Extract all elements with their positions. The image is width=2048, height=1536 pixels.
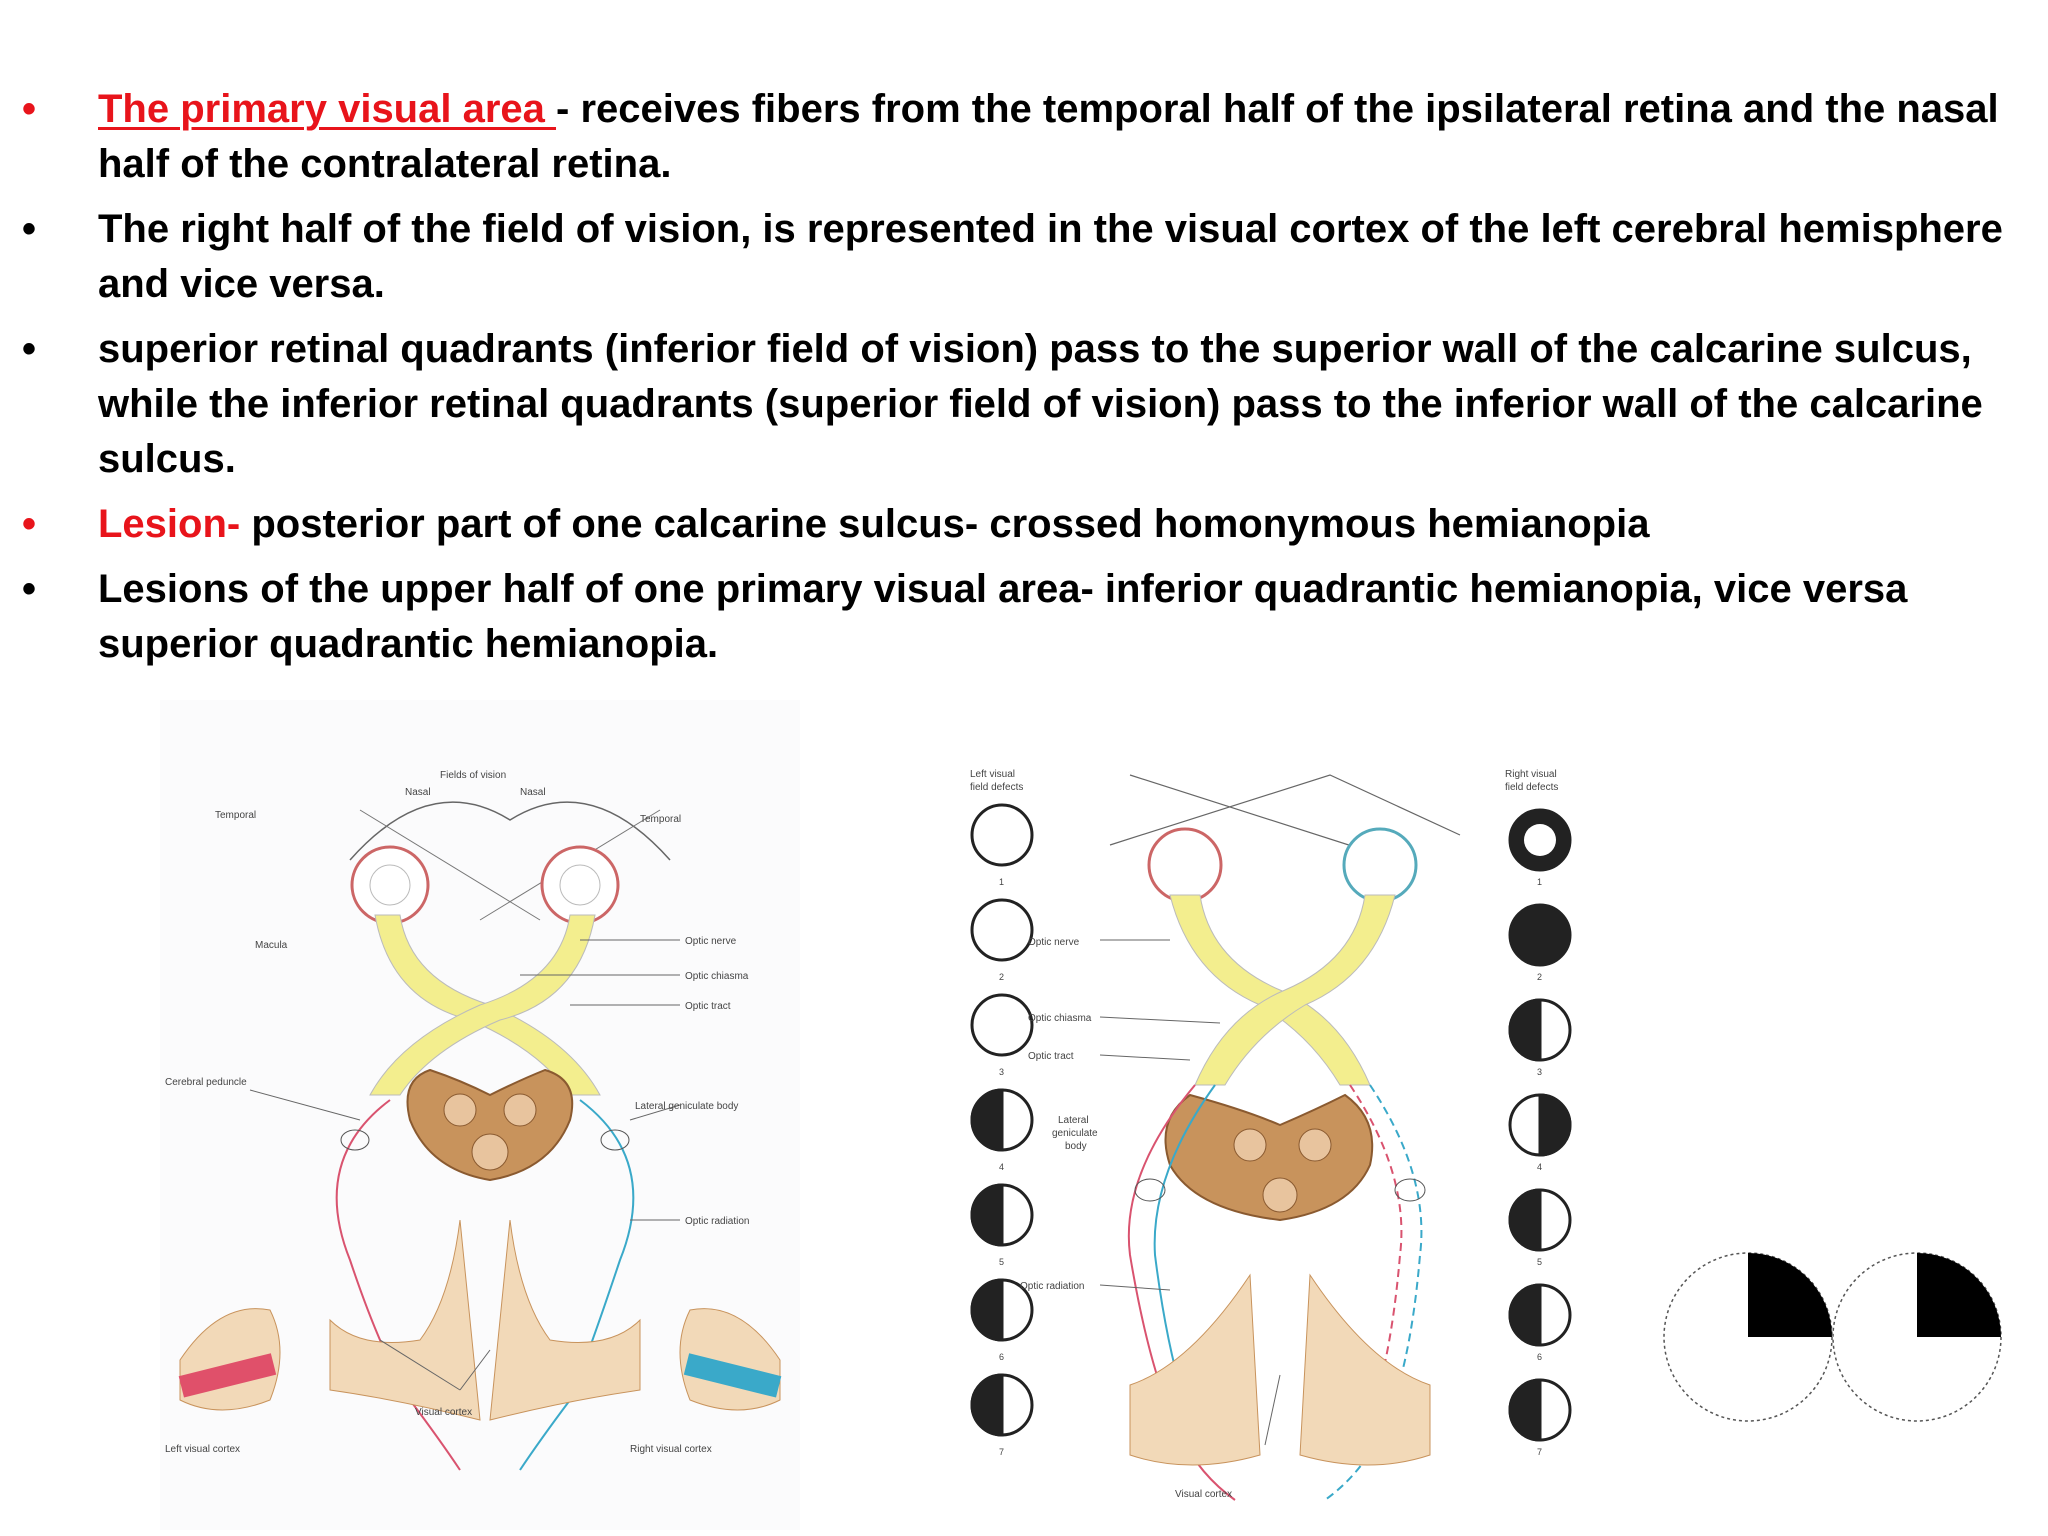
term-primary-visual-area: The primary visual area bbox=[98, 87, 557, 131]
label2-optic-tract: Optic tract bbox=[1028, 1051, 1074, 1062]
bullet-text: posterior part of one calcarine sulcus- … bbox=[240, 502, 1650, 546]
label-nasal-left: Nasal bbox=[405, 787, 431, 798]
label-left-visual-cortex: Left visual cortex bbox=[165, 1444, 240, 1455]
label2-visual-cortex: Visual cortex bbox=[1175, 1489, 1232, 1500]
right-num-5: 5 bbox=[1537, 1257, 1542, 1267]
right-field-column bbox=[1508, 808, 1572, 1442]
label-macula: Macula bbox=[255, 940, 288, 951]
brainstem bbox=[406, 1068, 574, 1182]
label-left-defects-1: Left visual bbox=[970, 769, 1015, 780]
right-num-3: 3 bbox=[1537, 1067, 1542, 1077]
left-num-3: 3 bbox=[999, 1067, 1004, 1077]
visual-pathway-diagram: Fields of vision Nasal Nasal Temporal Te… bbox=[160, 700, 800, 1530]
label-right-defects-2: field defects bbox=[1505, 782, 1558, 793]
bullet-text: - receives fibers from the temporal half… bbox=[98, 87, 1999, 186]
bullet-text: The right half of the field of vision, i… bbox=[98, 207, 2003, 306]
right-num-1: 1 bbox=[1537, 877, 1542, 887]
bullet-text: Lesions of the upper half of one primary… bbox=[98, 567, 1908, 666]
bullet-dot: • bbox=[22, 327, 37, 371]
label-optic-nerve: Optic nerve bbox=[685, 936, 737, 947]
right-num-2: 2 bbox=[1537, 972, 1542, 982]
bullet-primary-visual-area: • The primary visual area - receives fib… bbox=[22, 82, 2012, 192]
left-num-2: 2 bbox=[999, 972, 1004, 982]
label-optic-radiation: Optic radiation bbox=[685, 1216, 749, 1227]
left-num-6: 6 bbox=[999, 1352, 1004, 1362]
label-nasal-right: Nasal bbox=[520, 787, 546, 798]
left-field-column bbox=[970, 803, 1034, 1437]
bullet-list: • The primary visual area - receives fib… bbox=[22, 82, 2012, 682]
bullet-retinal-quadrants: • superior retinal quadrants (inferior f… bbox=[22, 322, 2012, 487]
bullet-dot: • bbox=[22, 207, 37, 251]
bullet-lesion: • Lesion- posterior part of one calcarin… bbox=[22, 497, 2012, 552]
label2-lateral-3: body bbox=[1065, 1141, 1087, 1152]
label2-lateral-2: geniculate bbox=[1052, 1128, 1098, 1139]
bullet-dot: • bbox=[22, 502, 37, 546]
bullet-right-half-field: • The right half of the field of vision,… bbox=[22, 202, 2012, 312]
right-eye bbox=[540, 845, 620, 925]
right-num-7: 7 bbox=[1537, 1447, 1542, 1457]
bullet-dot: • bbox=[22, 567, 37, 611]
label-temporal-right: Temporal bbox=[640, 814, 681, 825]
visual-field-defects-diagram: Left visual field defects Right visual f… bbox=[970, 769, 1572, 1501]
label2-optic-radiation: Optic radiation bbox=[1020, 1281, 1084, 1292]
bullet-dot: • bbox=[22, 87, 37, 131]
label-optic-chiasma: Optic chiasma bbox=[685, 971, 749, 982]
left-eye bbox=[350, 845, 430, 925]
left-num-4: 4 bbox=[999, 1162, 1004, 1172]
left-superior-quadrant-defect bbox=[1748, 1253, 1832, 1337]
bullet-upper-half-lesion: • Lesions of the upper half of one prima… bbox=[22, 562, 2012, 672]
label2-optic-chiasma: Optic chiasma bbox=[1028, 1013, 1092, 1024]
left-num-5: 5 bbox=[999, 1257, 1004, 1267]
right-num-6: 6 bbox=[1537, 1352, 1542, 1362]
term-lesion: Lesion- bbox=[98, 502, 241, 546]
label-temporal-left: Temporal bbox=[215, 810, 256, 821]
label-fields-of-vision: Fields of vision bbox=[440, 770, 506, 781]
left-num-7: 7 bbox=[999, 1447, 1004, 1457]
label2-optic-nerve: Optic nerve bbox=[1028, 937, 1080, 948]
label-left-defects-2: field defects bbox=[970, 782, 1023, 793]
label-right-visual-cortex: Right visual cortex bbox=[630, 1444, 712, 1455]
left-num-1: 1 bbox=[999, 877, 1004, 887]
label-lateral-geniculate-body: Lateral geniculate body bbox=[635, 1101, 738, 1112]
label-visual-cortex: Visual cortex bbox=[415, 1407, 472, 1418]
right-num-4: 4 bbox=[1537, 1162, 1542, 1172]
label-right-defects-1: Right visual bbox=[1505, 769, 1557, 780]
label2-lateral-1: Lateral bbox=[1058, 1115, 1089, 1126]
label-optic-tract: Optic tract bbox=[685, 1001, 731, 1012]
label-cerebral-peduncle: Cerebral peduncle bbox=[165, 1077, 247, 1088]
bullet-text: superior retinal quadrants (inferior fie… bbox=[98, 327, 1983, 481]
right-superior-quadrant-defect bbox=[1917, 1253, 2001, 1337]
quadrantic-field-defects bbox=[1663, 1252, 2002, 1422]
